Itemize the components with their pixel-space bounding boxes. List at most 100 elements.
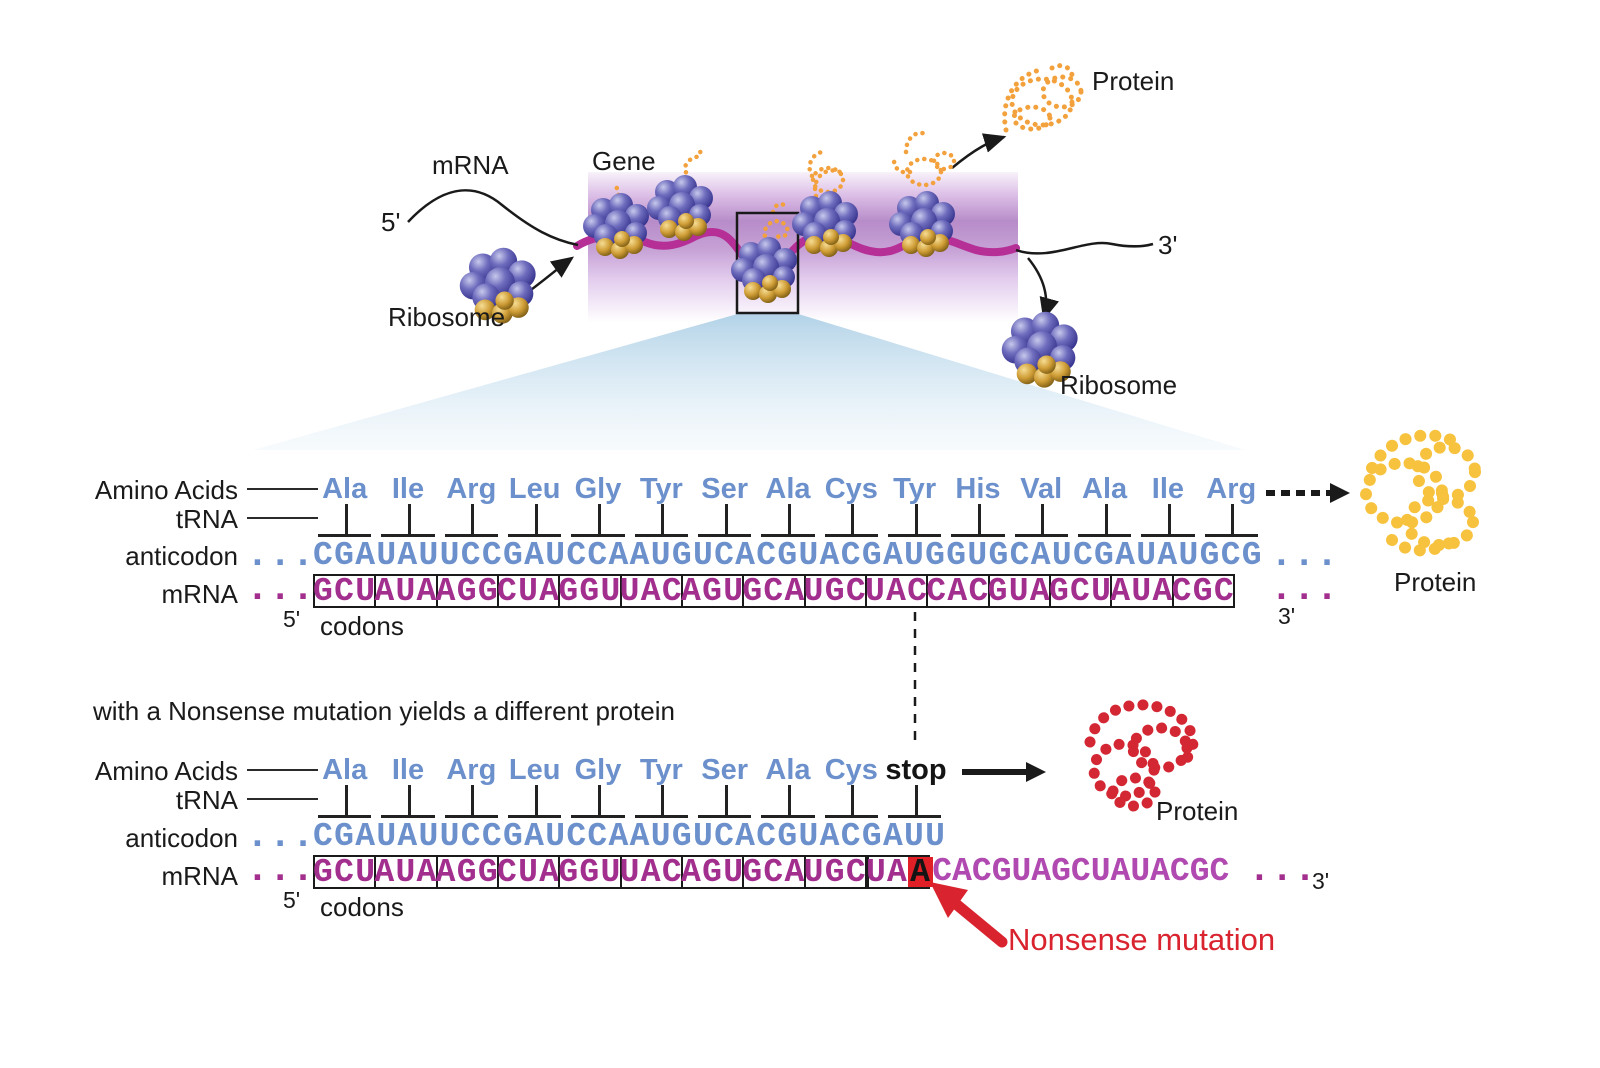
amino-acid: Ala bbox=[765, 473, 811, 505]
row-label-mrna: mRNA bbox=[161, 579, 238, 609]
codons-label-mutant: codons bbox=[320, 892, 404, 922]
mrna-codon: CGC bbox=[1171, 572, 1235, 610]
anticodon-triplet: GAU bbox=[502, 818, 567, 855]
trna-symbol bbox=[1200, 504, 1263, 537]
mrna-codon: AUA bbox=[374, 572, 438, 610]
amino-acid: Ser bbox=[701, 754, 749, 786]
protein-label-normal: Protein bbox=[1394, 567, 1477, 597]
mrna-codon: CUA bbox=[496, 853, 561, 891]
mrna-codon: UAC bbox=[619, 853, 683, 891]
five-prime-leader-curve bbox=[407, 189, 579, 247]
released-protein-blob bbox=[1002, 63, 1084, 133]
mrna-codon: AUA bbox=[1110, 572, 1174, 610]
trna-symbol bbox=[820, 785, 883, 818]
three-prime-label-overview: 3' bbox=[1158, 230, 1178, 260]
trna-symbol bbox=[376, 785, 439, 818]
amino-acid: Tyr bbox=[639, 754, 683, 786]
amino-acid: Tyr bbox=[893, 473, 937, 505]
three-prime-label-normal: 3' bbox=[1278, 603, 1296, 629]
gene-label: Gene bbox=[592, 146, 656, 176]
anticodon-triplet: UCA bbox=[692, 818, 757, 855]
trna-symbol bbox=[566, 785, 629, 818]
mrna-codon: UAC bbox=[864, 572, 929, 610]
mrna-codon: GCU bbox=[1048, 572, 1113, 610]
five-prime-label-normal: 5' bbox=[283, 606, 301, 632]
mrna-codon: AGU bbox=[680, 572, 745, 610]
trna-symbol bbox=[883, 504, 946, 537]
trna-symbol bbox=[566, 504, 629, 537]
row-label-trna-mutant: tRNA bbox=[175, 785, 238, 815]
anticodon-triplet: AUG bbox=[629, 818, 693, 855]
mrna-codon: AGG bbox=[435, 572, 499, 610]
amino-acid: Ile bbox=[1151, 473, 1185, 505]
stop-protein-arrow bbox=[962, 762, 1046, 782]
trna-row-normal bbox=[313, 504, 1263, 537]
amino-acid: Arg bbox=[446, 754, 497, 786]
mrna-codon: GCA bbox=[742, 853, 806, 891]
anticodon-triplet: CCA bbox=[566, 537, 630, 574]
anticodon-triplet: CCA bbox=[566, 818, 630, 855]
row-label-anticodon: anticodon bbox=[125, 541, 238, 571]
trna-symbol bbox=[1073, 504, 1136, 537]
row-label-trna: tRNA bbox=[175, 504, 238, 534]
row-label-mrna-mutant: mRNA bbox=[161, 861, 238, 891]
trna-connector-line bbox=[247, 517, 318, 519]
three-prime-label-mutant: 3' bbox=[1312, 868, 1330, 894]
amino-acid: Ala bbox=[765, 754, 811, 786]
mrna-codon: CUA bbox=[496, 572, 561, 610]
stop-label: stop bbox=[885, 754, 947, 786]
anticodon-trailing-ellipsis-normal: ... bbox=[1270, 534, 1339, 577]
trna-symbol bbox=[313, 504, 376, 537]
three-prime-tail-curve bbox=[1015, 241, 1154, 255]
anticodon-triplet: CGU bbox=[756, 818, 820, 855]
anticodon-triplet: CAU bbox=[1009, 537, 1073, 574]
trna-symbol bbox=[376, 504, 439, 537]
amino-acid: Tyr bbox=[639, 473, 683, 505]
trna-symbol bbox=[1010, 504, 1073, 537]
protein-release-arrow bbox=[951, 133, 1007, 169]
anticodon-triplet: UCC bbox=[439, 818, 503, 855]
anticodon-triplet: CGA bbox=[313, 537, 377, 574]
anticodon-triplet: CGA bbox=[1072, 537, 1137, 574]
trna-symbol bbox=[756, 785, 819, 818]
anticodon-triplet: UAU bbox=[376, 537, 440, 574]
anticodon-leading-ellipsis-mutant: ... bbox=[246, 815, 315, 858]
amino-acid: Ile bbox=[391, 754, 425, 786]
amino-acid: Arg bbox=[1206, 473, 1257, 505]
trna-symbol bbox=[503, 785, 566, 818]
trna-symbol bbox=[313, 785, 376, 818]
mrna-trailing-ellipsis-normal: ... bbox=[1270, 568, 1339, 611]
amino-acid: Arg bbox=[446, 473, 497, 505]
anticodon-triplet: ACG bbox=[819, 537, 883, 574]
dashed-protein-arrow bbox=[1266, 483, 1350, 503]
anticodon-triplet: CGU bbox=[756, 537, 820, 574]
amino-acid: Cys bbox=[824, 754, 878, 786]
mrna-leading-ellipsis-mutant: ... bbox=[246, 849, 315, 892]
amino-acid: Ser bbox=[701, 473, 749, 505]
mrna-untranslated-continuation: CACGUAGCUAUACGC bbox=[932, 853, 1230, 890]
anticodon-triplet: AUG bbox=[882, 537, 947, 574]
amino-acid: Gly bbox=[574, 754, 622, 786]
anticodon-leading-ellipsis-normal: ... bbox=[246, 534, 315, 577]
amino-acid: His bbox=[955, 473, 1001, 505]
mrna-leading-ellipsis-normal: ... bbox=[246, 568, 315, 611]
trna-symbol bbox=[693, 785, 756, 818]
protein-label-overview: Protein bbox=[1092, 66, 1175, 96]
row-label-amino-acids: Amino Acids bbox=[94, 475, 238, 505]
normal-protein-blob bbox=[1360, 429, 1481, 557]
nonsense-mutation-label: Nonsense mutation bbox=[1008, 922, 1276, 957]
ribosome-label-right: Ribosome bbox=[1060, 370, 1178, 400]
mrna-codon: GGU bbox=[558, 853, 622, 891]
anticodon-triplet: GCG bbox=[1199, 537, 1263, 574]
trna-symbol bbox=[756, 504, 819, 537]
trna-symbol bbox=[630, 504, 693, 537]
mrna-codon: AGG bbox=[435, 853, 499, 891]
amino-acids-connector-line-mutant bbox=[247, 769, 318, 771]
stop-codon-prefix: UA bbox=[865, 853, 909, 891]
mrna-trailing-ellipsis-mutant: ... bbox=[1248, 849, 1317, 892]
